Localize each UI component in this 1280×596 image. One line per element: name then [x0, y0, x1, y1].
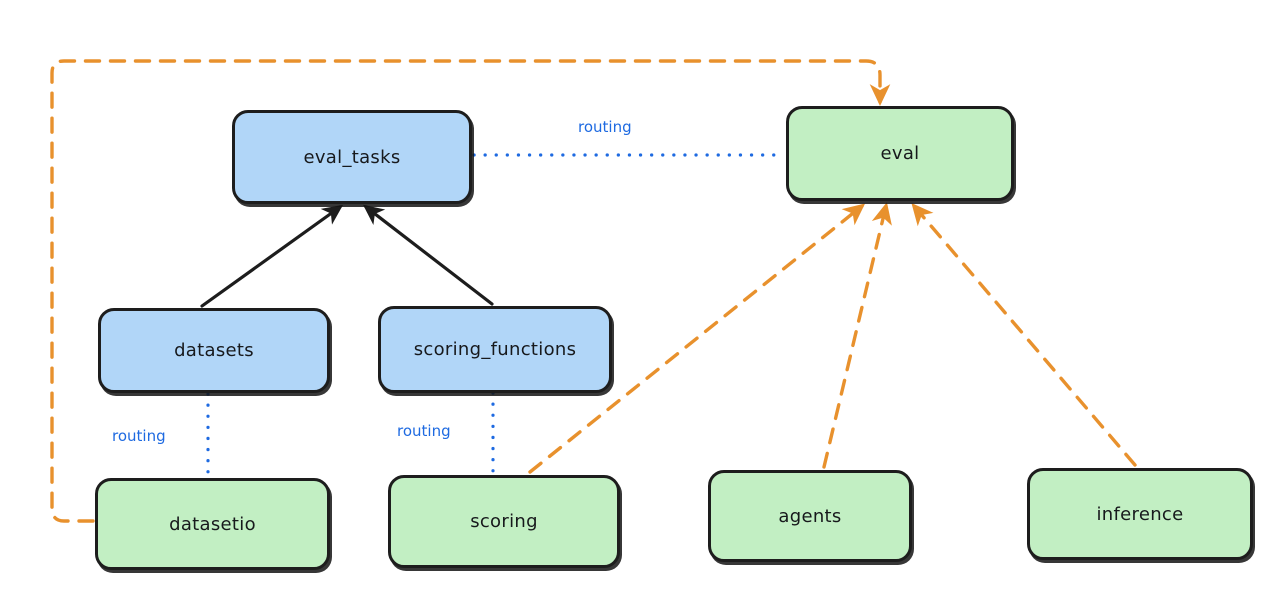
edge-agents-to-eval	[822, 202, 892, 469]
edge-scoring-to-eval	[528, 203, 866, 474]
node-label-eval: eval	[880, 143, 920, 164]
node-label-scoring: scoring	[470, 511, 538, 532]
edge-datasets-to-eval-tasks	[200, 204, 344, 308]
edge-datasetio-to-eval	[50, 59, 891, 523]
node-datasetio[interactable]: datasetio	[95, 478, 330, 570]
node-scoring[interactable]: scoring	[388, 475, 620, 568]
node-label-datasets: datasets	[174, 340, 254, 361]
edge-label-routing-eval-tasks-eval: routing	[578, 118, 632, 136]
edge-label-routing-scoring-functions-scoring: routing	[397, 422, 451, 440]
node-inference[interactable]: inference	[1027, 468, 1253, 560]
edge-inference-to-eval	[911, 202, 1137, 467]
node-label-agents: agents	[778, 505, 842, 527]
edge-scoring-functions-to-eval-tasks	[363, 204, 494, 306]
node-label-datasetio: datasetio	[169, 513, 256, 535]
node-agents[interactable]: agents	[708, 470, 912, 562]
node-label-inference: inference	[1096, 503, 1184, 525]
node-label-scoring-functions: scoring_functions	[413, 339, 577, 360]
node-datasets[interactable]: datasets	[98, 308, 330, 393]
node-eval-tasks[interactable]: eval_tasks	[232, 110, 472, 204]
edge-label-routing-datasets-datasetio: routing	[112, 427, 166, 445]
node-eval[interactable]: eval	[786, 106, 1014, 201]
node-label-eval-tasks: eval_tasks	[303, 146, 401, 168]
node-scoring-functions[interactable]: scoring_functions	[378, 306, 612, 393]
